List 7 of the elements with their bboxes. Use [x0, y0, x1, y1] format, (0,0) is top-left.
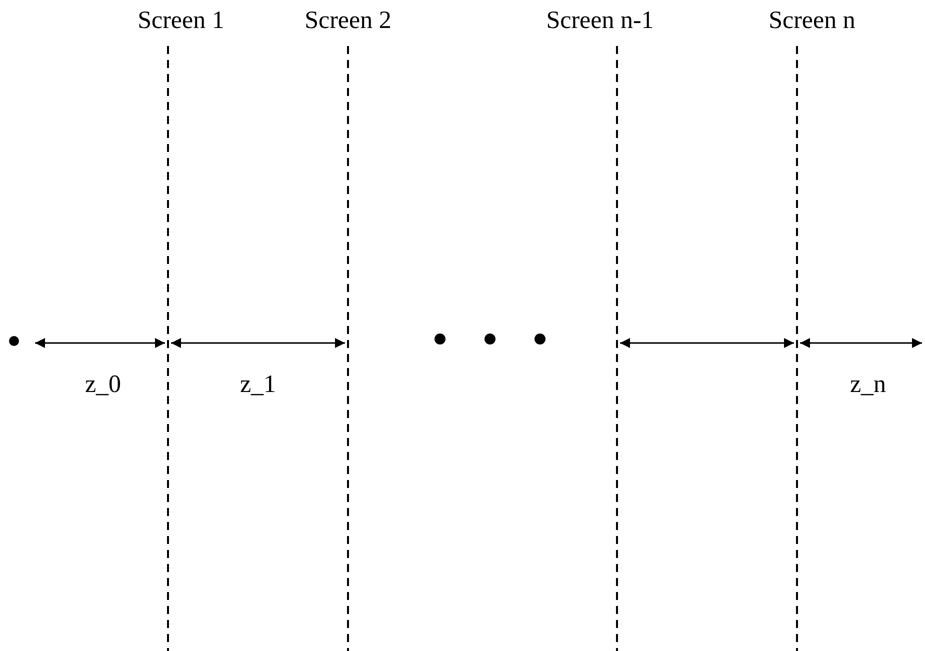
- distance-label: z_n: [850, 372, 886, 397]
- screen-label: Screen n-1: [546, 8, 654, 33]
- screen-label: Screen n: [768, 8, 856, 33]
- screen-label: Screen 1: [138, 8, 224, 33]
- distance-label: z_1: [240, 372, 276, 397]
- screen-label: Screen 2: [304, 8, 392, 33]
- distance-label: z_0: [84, 372, 122, 397]
